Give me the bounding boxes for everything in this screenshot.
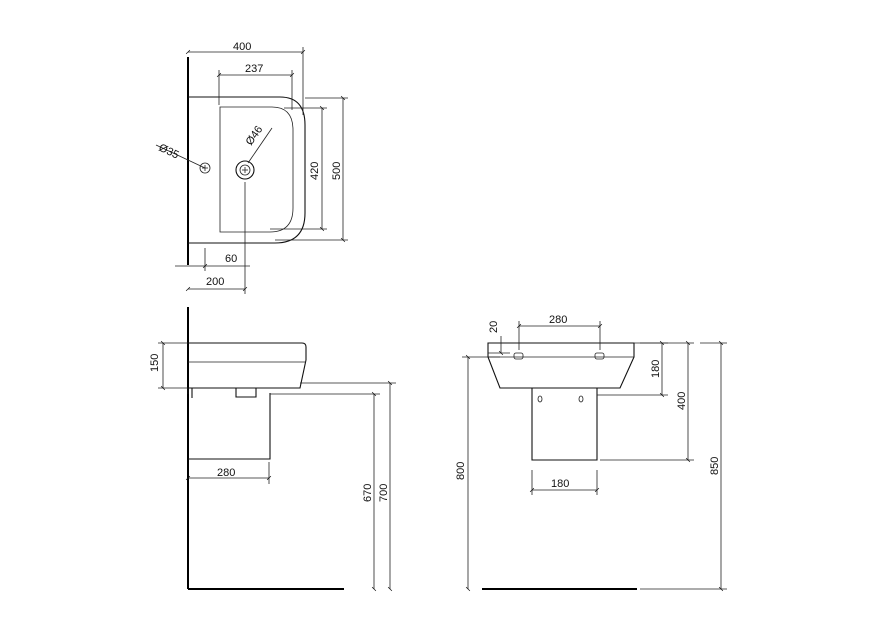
side-basin xyxy=(188,342,307,389)
front-basin xyxy=(487,342,635,389)
dim-850: 850 xyxy=(709,457,721,475)
tap-hole xyxy=(199,162,211,174)
dim-overall-depth: 500 xyxy=(331,162,343,180)
dim-overall-width: 400 xyxy=(233,41,251,53)
dim-basin-height: 150 xyxy=(149,354,161,372)
dim-400: 400 xyxy=(676,392,688,410)
dim-bowl-depth: 420 xyxy=(309,162,321,180)
dim-waste-offset: 200 xyxy=(206,276,224,288)
fixing-hole-right xyxy=(594,352,605,360)
dim-180-vertical: 180 xyxy=(650,360,662,378)
bowl-outline xyxy=(219,106,294,233)
front-view: 20 280 180 400 800 850 180 xyxy=(455,314,727,592)
waste-outlet-inner xyxy=(239,164,251,176)
dim-bowl-width: 237 xyxy=(245,63,263,75)
side-view: 150 280 670 700 xyxy=(149,307,396,592)
dim-fixing-centres: 280 xyxy=(549,314,567,326)
side-pedestal xyxy=(188,393,271,460)
fixing-hole-left xyxy=(513,352,524,360)
dim-tap-offset: 60 xyxy=(225,253,237,265)
dim-tap-hole-dia: Ø35 xyxy=(157,142,181,162)
dim-height-700: 700 xyxy=(378,484,390,502)
dim-pedestal-width: 180 xyxy=(551,478,569,490)
waste-outlet xyxy=(235,160,255,180)
dim-800: 800 xyxy=(455,462,467,480)
dim-waste-dia: Ø46 xyxy=(244,124,266,148)
top-view: 400 237 Ø46 Ø35 420 500 60 200 xyxy=(155,41,348,294)
front-pedestal xyxy=(531,388,598,461)
dim-height-670: 670 xyxy=(362,484,374,502)
dim-rim: 20 xyxy=(488,321,500,333)
basin-outline xyxy=(188,96,306,244)
dim-pedestal-depth: 280 xyxy=(217,467,235,479)
